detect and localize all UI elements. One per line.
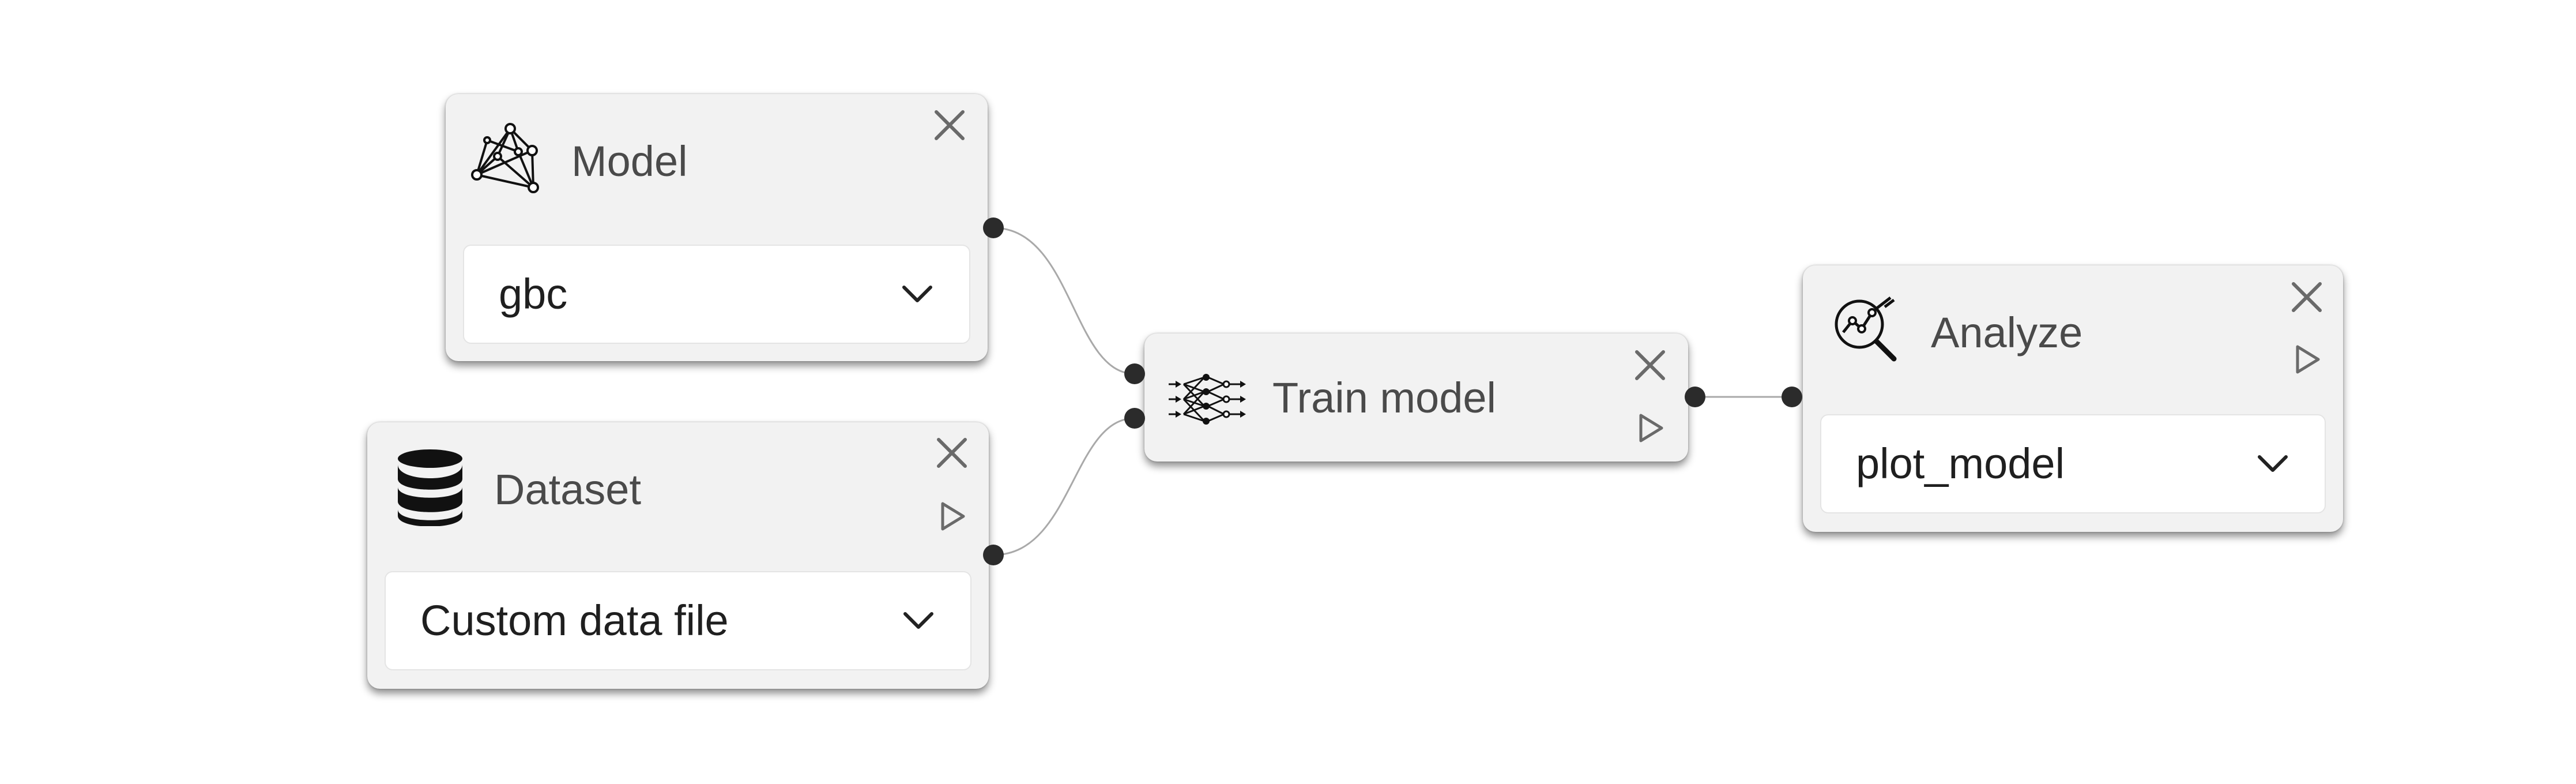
model-node[interactable]: Model gbc — [446, 94, 988, 361]
analyze-close-icon[interactable] — [2290, 280, 2323, 314]
train-model-node-title: Train model — [1272, 374, 1496, 422]
dataset-select[interactable]: Custom data file — [385, 571, 971, 670]
train-model-run-button[interactable] — [1634, 412, 1666, 444]
chevron-down-icon — [902, 611, 935, 631]
dataset-node[interactable]: Dataset Custom data file — [367, 422, 989, 689]
dataset-run-button[interactable] — [936, 500, 968, 532]
chevron-down-icon — [901, 284, 933, 304]
dataset-select-value: Custom data file — [420, 597, 729, 644]
train-model-input-port-2[interactable] — [1124, 408, 1145, 429]
train-model-output-port[interactable] — [1685, 387, 1705, 407]
model-select[interactable]: gbc — [463, 245, 970, 344]
chart-magnifier-icon — [1831, 295, 1900, 363]
play-icon — [2296, 345, 2320, 374]
chevron-down-icon — [2257, 454, 2289, 474]
dataset-output-port[interactable] — [983, 545, 1004, 565]
analyze-node-title: Analyze — [1931, 309, 2083, 357]
model-node-title: Model — [571, 137, 688, 185]
network-graph-icon — [470, 123, 545, 195]
wire-model-to-train — [993, 227, 1135, 375]
analyze-node[interactable]: Analyze plot_model — [1803, 265, 2343, 532]
dataset-node-title: Dataset — [494, 466, 642, 513]
play-icon — [1639, 414, 1663, 442]
neural-network-icon — [1166, 373, 1247, 426]
dataset-close-icon[interactable] — [935, 436, 969, 470]
train-model-node[interactable]: Train model — [1144, 333, 1688, 462]
play-icon — [941, 502, 965, 531]
model-close-icon[interactable] — [933, 108, 966, 142]
analyze-select[interactable]: plot_model — [1820, 414, 2326, 513]
model-select-value: gbc — [499, 270, 568, 318]
train-model-input-port-1[interactable] — [1124, 363, 1145, 384]
analyze-select-value: plot_model — [1856, 440, 2065, 487]
analyze-run-button[interactable] — [2291, 343, 2323, 376]
analyze-input-port[interactable] — [1782, 387, 1802, 407]
model-output-port[interactable] — [983, 217, 1004, 238]
database-icon — [396, 448, 464, 527]
wire-dataset-to-train — [993, 417, 1135, 556]
train-model-close-icon[interactable] — [1633, 348, 1667, 382]
